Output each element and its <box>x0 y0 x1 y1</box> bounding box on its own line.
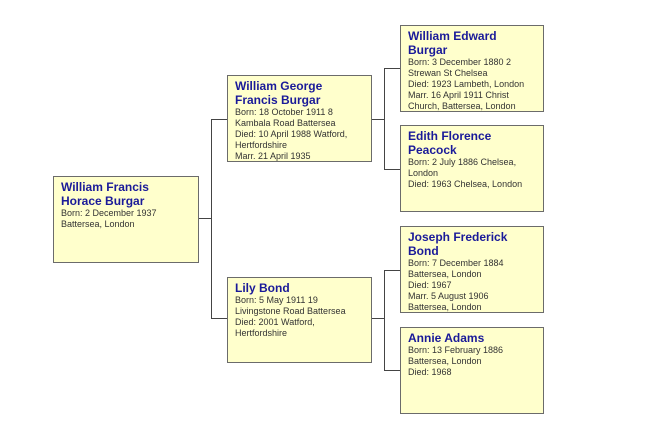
person-box-father[interactable]: William George Francis Burgar Born: 18 O… <box>227 75 372 162</box>
person-detail-line: Died: 1967 <box>408 280 452 290</box>
person-detail-line: Died: 10 April 1988 Watford, <box>235 129 348 139</box>
person-name[interactable]: William Edward Burgar <box>408 29 497 57</box>
person-box-paternal-grandfather[interactable]: William Edward Burgar Born: 3 December 1… <box>400 25 544 112</box>
person-name[interactable]: Edith Florence Peacock <box>408 129 492 157</box>
person-name[interactable]: Annie Adams <box>408 331 485 345</box>
person-name[interactable]: Lily Bond <box>235 281 290 295</box>
connector-mother-vertical <box>384 270 385 370</box>
connector-to-pgm <box>384 169 400 170</box>
person-detail-line: Born: 2 December 1937 <box>61 208 157 218</box>
connector-to-pgf <box>384 68 400 69</box>
person-detail-line: Church, Battersea, London <box>408 101 516 111</box>
person-detail-line: Died: 1923 Lambeth, London <box>408 79 525 89</box>
connector-root-vertical <box>211 119 212 318</box>
connector-father-vertical <box>384 68 385 169</box>
person-detail-line: Born: 18 October 1911 8 <box>235 107 333 117</box>
person-name[interactable]: William Francis Horace Burgar <box>61 180 149 208</box>
person-detail-line: Marr. 5 August 1906 <box>408 291 489 301</box>
person-detail-line: Kambala Road Battersea <box>235 118 336 128</box>
person-detail-line: Hertfordshire <box>235 140 288 150</box>
person-name[interactable]: Joseph Frederick Bond <box>408 230 508 258</box>
connector-to-father <box>211 119 227 120</box>
person-detail-line: Battersea, London <box>61 219 135 229</box>
person-detail-line: Born: 13 February 1886 <box>408 345 504 355</box>
person-detail-line: Born: 3 December 1880 2 <box>408 57 512 67</box>
connector-to-mother <box>211 318 227 319</box>
person-detail-line: Battersea, London <box>408 269 482 279</box>
person-detail-line: Died: 1968 <box>408 367 452 377</box>
connector-father <box>371 119 384 120</box>
person-detail-line: Born: 7 December 1884 <box>408 258 504 268</box>
person-box-paternal-grandmother[interactable]: Edith Florence Peacock Born: 2 July 1886… <box>400 125 544 212</box>
person-detail-line: Born: 2 July 1886 Chelsea, <box>408 157 517 167</box>
person-detail-line: Marr. 21 April 1935 <box>235 151 311 161</box>
connector-root <box>198 218 211 219</box>
person-name[interactable]: William George Francis Burgar <box>235 79 323 107</box>
person-detail-line: London <box>408 168 439 178</box>
connector-mother <box>371 318 384 319</box>
person-detail-line: Marr. 16 April 1911 Christ <box>408 90 509 100</box>
person-detail-line: Died: 1963 Chelsea, London <box>408 179 523 189</box>
person-detail-line: Hertfordshire <box>235 328 288 338</box>
person-detail-line: Livingstone Road Battersea <box>235 306 346 316</box>
person-detail-line: Battersea, London <box>408 356 482 366</box>
person-detail-line: Strewan St Chelsea <box>408 68 488 78</box>
person-box-root[interactable]: William Francis Horace Burgar Born: 2 De… <box>53 176 199 263</box>
person-detail-line: Died: 2001 Watford, <box>235 317 315 327</box>
person-detail-line: Battersea, London <box>408 302 482 312</box>
person-detail-line: Born: 5 May 1911 19 <box>235 295 318 305</box>
connector-to-mgf <box>384 270 400 271</box>
connector-to-mgm <box>384 370 400 371</box>
person-box-maternal-grandfather[interactable]: Joseph Frederick Bond Born: 7 December 1… <box>400 226 544 313</box>
